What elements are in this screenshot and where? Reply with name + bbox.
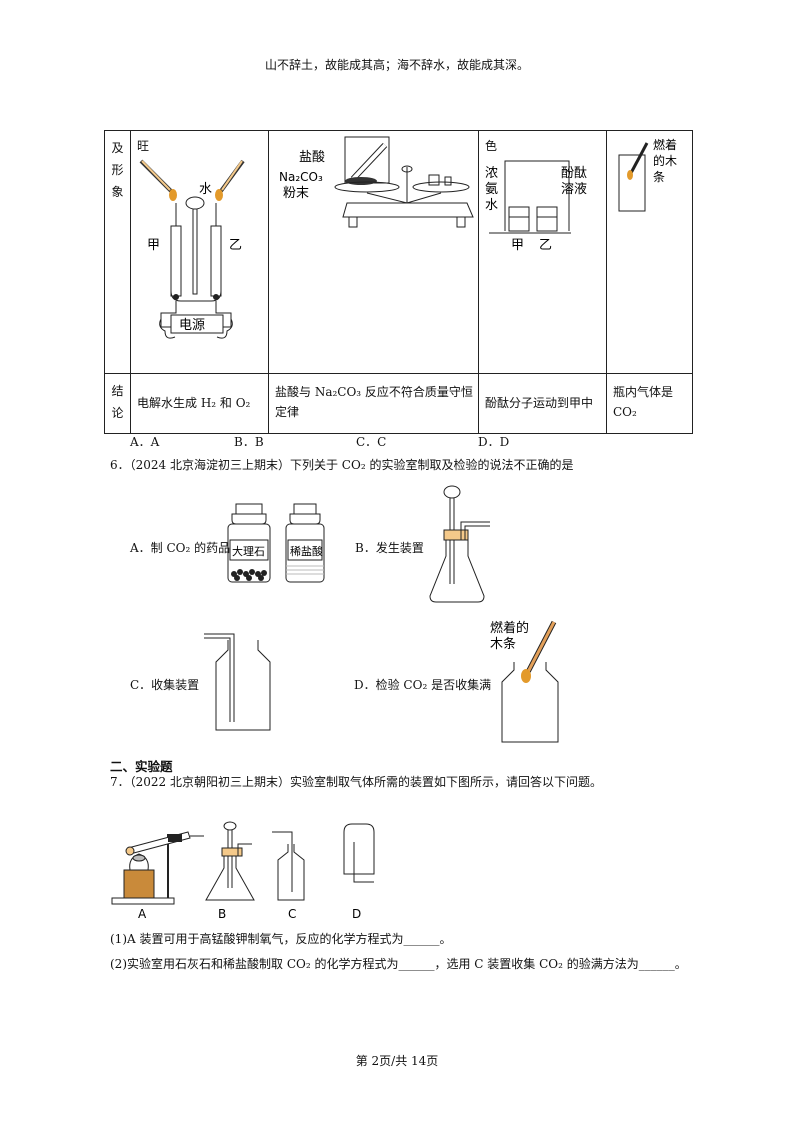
label-char: 结 <box>111 383 124 398</box>
row-label-conclusion: 结 论 <box>104 372 131 435</box>
collection-bottle-diagram <box>204 633 271 731</box>
label-char: 象 <box>111 185 124 199</box>
option-c: C．C <box>356 435 387 449</box>
q6-option-a: A．制 CO₂ 的药品 <box>130 541 231 555</box>
section-title: 二、实验题 <box>110 759 173 774</box>
label-char: 论 <box>111 405 124 420</box>
q7-stem: 7．（2022 北京朝阳初三上期末）实验室制取气体所需的装置如下图所示，请回答以… <box>110 775 602 789</box>
yi-label: 乙 <box>539 238 552 253</box>
splint-label-2: 的木 <box>653 153 677 168</box>
option-b: B．B <box>234 435 264 449</box>
phenol-label-2: 溶液 <box>561 182 587 197</box>
label-char: 形 <box>111 163 124 177</box>
yi-label: 乙 <box>229 238 242 253</box>
conclusion-4: 瓶内气体是 CO₂ <box>606 372 693 435</box>
page-footer: 第 2页/共 14页 <box>355 1054 439 1068</box>
ammonia-diffusion-diagram: 浓 氨 水 酚酞 溶液 甲 乙 <box>485 160 587 253</box>
conclusion-1: 电解水生成 H₂ 和 O₂ <box>130 372 269 435</box>
conclusion-2: 盐酸与 Na₂CO₃ 反应不符合质量守恒定律 <box>268 372 479 435</box>
power-label: 电源 <box>179 318 205 333</box>
water-label: 水 <box>199 182 212 197</box>
label-d: D <box>352 907 361 921</box>
option-a: A．A <box>130 435 160 449</box>
reagent-bottles-diagram: 大理石 稀盐酸 <box>227 503 325 583</box>
q6-option-d: D．检验 CO₂ 是否收集满 <box>354 678 492 692</box>
cell-electrolysis: 旺 <box>130 130 269 374</box>
cell-splint: 燃着 的木 条 <box>606 130 693 374</box>
option-d: D．D <box>478 435 510 449</box>
label-a: A <box>138 907 147 921</box>
phenol-label-1: 酚酞 <box>561 166 587 181</box>
splint-label-3: 条 <box>653 170 665 184</box>
balance-diagram: 盐酸 Na₂CO₃ 粉末 <box>279 136 474 228</box>
co2-full-test-diagram: 燃着的 木条 <box>490 620 559 743</box>
q7-part1: (1)A 装置可用于高锰酸钾制氧气，反应的化学方程式为______。 <box>110 932 452 946</box>
q6-option-b: B．发生装置 <box>355 541 424 555</box>
splint-label-1: 燃着 <box>653 137 677 152</box>
hcl-label: 盐酸 <box>299 150 325 165</box>
electrolysis-apparatus-diagram: 水 甲 乙 电源 <box>139 159 245 339</box>
generator-flask-diagram <box>429 485 490 603</box>
splint-label-2: 木条 <box>490 636 516 652</box>
splint-label-1: 燃着的 <box>490 620 529 636</box>
q6-option-c: C．收集装置 <box>130 678 200 692</box>
gas-apparatus-diagram: A B C D <box>111 821 375 921</box>
cell-ammonia: 色 浓 氨 水 酚酞 溶液 甲 乙 <box>478 130 607 374</box>
q6-stem: 6．（2024 北京海淀初三上期末）下列关于 CO₂ 的实验室制取及检验的说法不… <box>110 458 574 472</box>
ammonia-label-1: 浓 <box>485 166 498 181</box>
page-header: 山不辞土，故能成其高；海不辞水，故能成其深。 <box>264 58 529 72</box>
row-label-phenomenon: 及 形 象 <box>104 130 131 374</box>
jia-label: 甲 <box>147 238 160 253</box>
cell-balance: 盐酸 Na₂CO₃ 粉末 <box>268 130 479 374</box>
powder-label: 粉末 <box>283 186 309 201</box>
cell-text: 色 <box>485 139 498 153</box>
jia-label: 甲 <box>511 238 524 253</box>
label-char: 及 <box>111 141 124 155</box>
bottle-label-hcl: 稀盐酸 <box>290 544 323 558</box>
q7-part2: (2)实验室用石灰石和稀盐酸制取 CO₂ 的化学方程式为______，选用 C … <box>110 957 687 971</box>
ammonia-label-3: 水 <box>485 198 498 213</box>
experiment-table: 及 形 象 旺 <box>104 130 693 435</box>
conclusion-3: 酚酞分子运动到甲中 <box>478 372 607 435</box>
na2co3-label: Na₂CO₃ <box>279 170 323 184</box>
gas-bottle-splint-diagram: 燃着 的木 条 <box>618 137 677 212</box>
cell-text: 旺 <box>137 139 150 153</box>
bottle-label-marble: 大理石 <box>232 544 265 558</box>
label-b: B <box>218 907 226 921</box>
label-c: C <box>288 907 296 921</box>
ammonia-label-2: 氨 <box>485 182 498 197</box>
